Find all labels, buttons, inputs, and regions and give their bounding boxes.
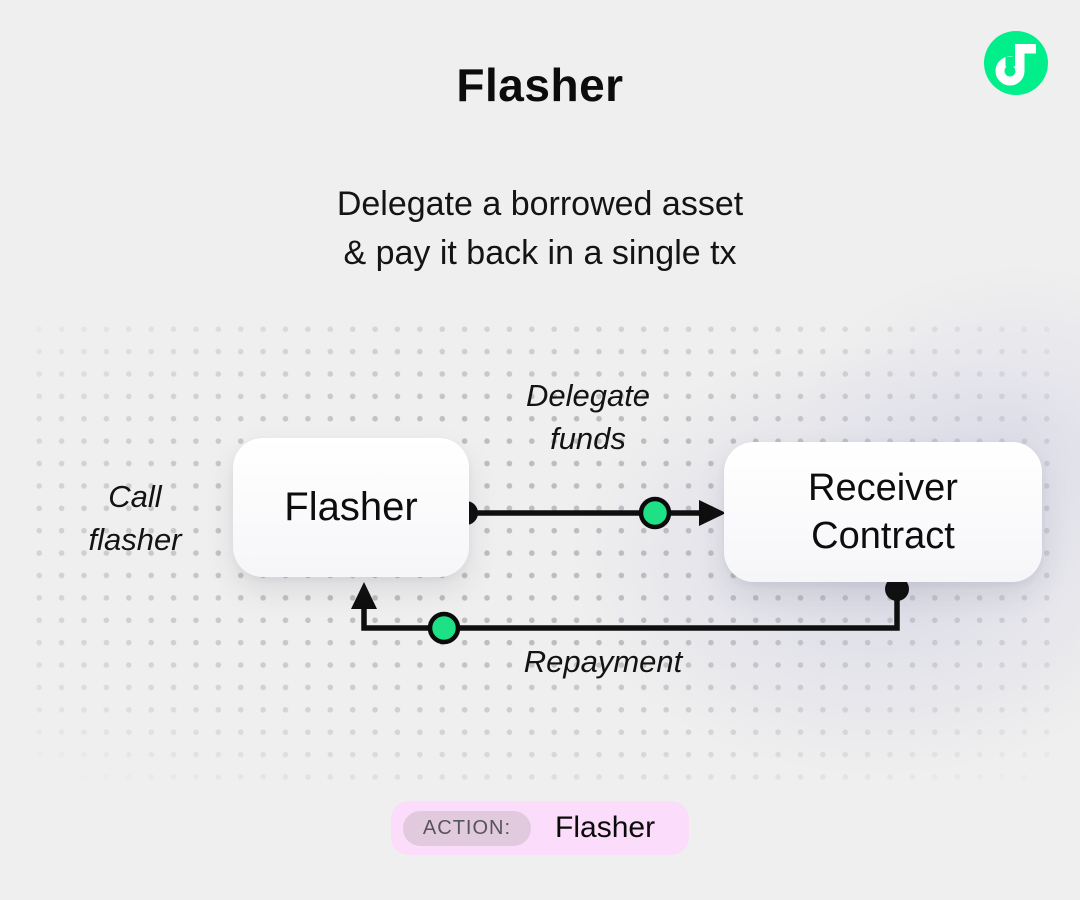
delegate-label-line-1: Delegate [525, 378, 651, 413]
node-flasher-label: Flasher [284, 485, 418, 529]
call-label-line-2: flasher [88, 522, 182, 557]
delegate-label-line-2: funds [550, 421, 626, 456]
flow-logo-icon [984, 31, 1048, 95]
page-title: Flasher [456, 59, 624, 111]
node-flasher: Flasher [233, 438, 469, 577]
repayment-label: Repayment [523, 644, 683, 679]
action-pill: ACTION: Flasher [390, 801, 690, 855]
delegate-funds-label: Delegate funds [448, 374, 728, 460]
page-subtitle: Delegate a borrowed asset & pay it back … [0, 180, 1080, 278]
node-receiver-line-2: Contract [811, 515, 955, 557]
call-label-line-1: Call [108, 479, 162, 514]
subtitle-line-1: Delegate a borrowed asset [336, 185, 744, 223]
action-value: Flasher [555, 811, 656, 844]
node-receiver-label: Receiver Contract [808, 464, 958, 560]
node-receiver: Receiver Contract [724, 442, 1042, 582]
call-flasher-label: Call flasher [25, 475, 245, 561]
subtitle-line-2: & pay it back in a single tx [343, 234, 737, 272]
node-receiver-line-1: Receiver [808, 467, 958, 509]
action-badge: ACTION: [402, 810, 532, 846]
